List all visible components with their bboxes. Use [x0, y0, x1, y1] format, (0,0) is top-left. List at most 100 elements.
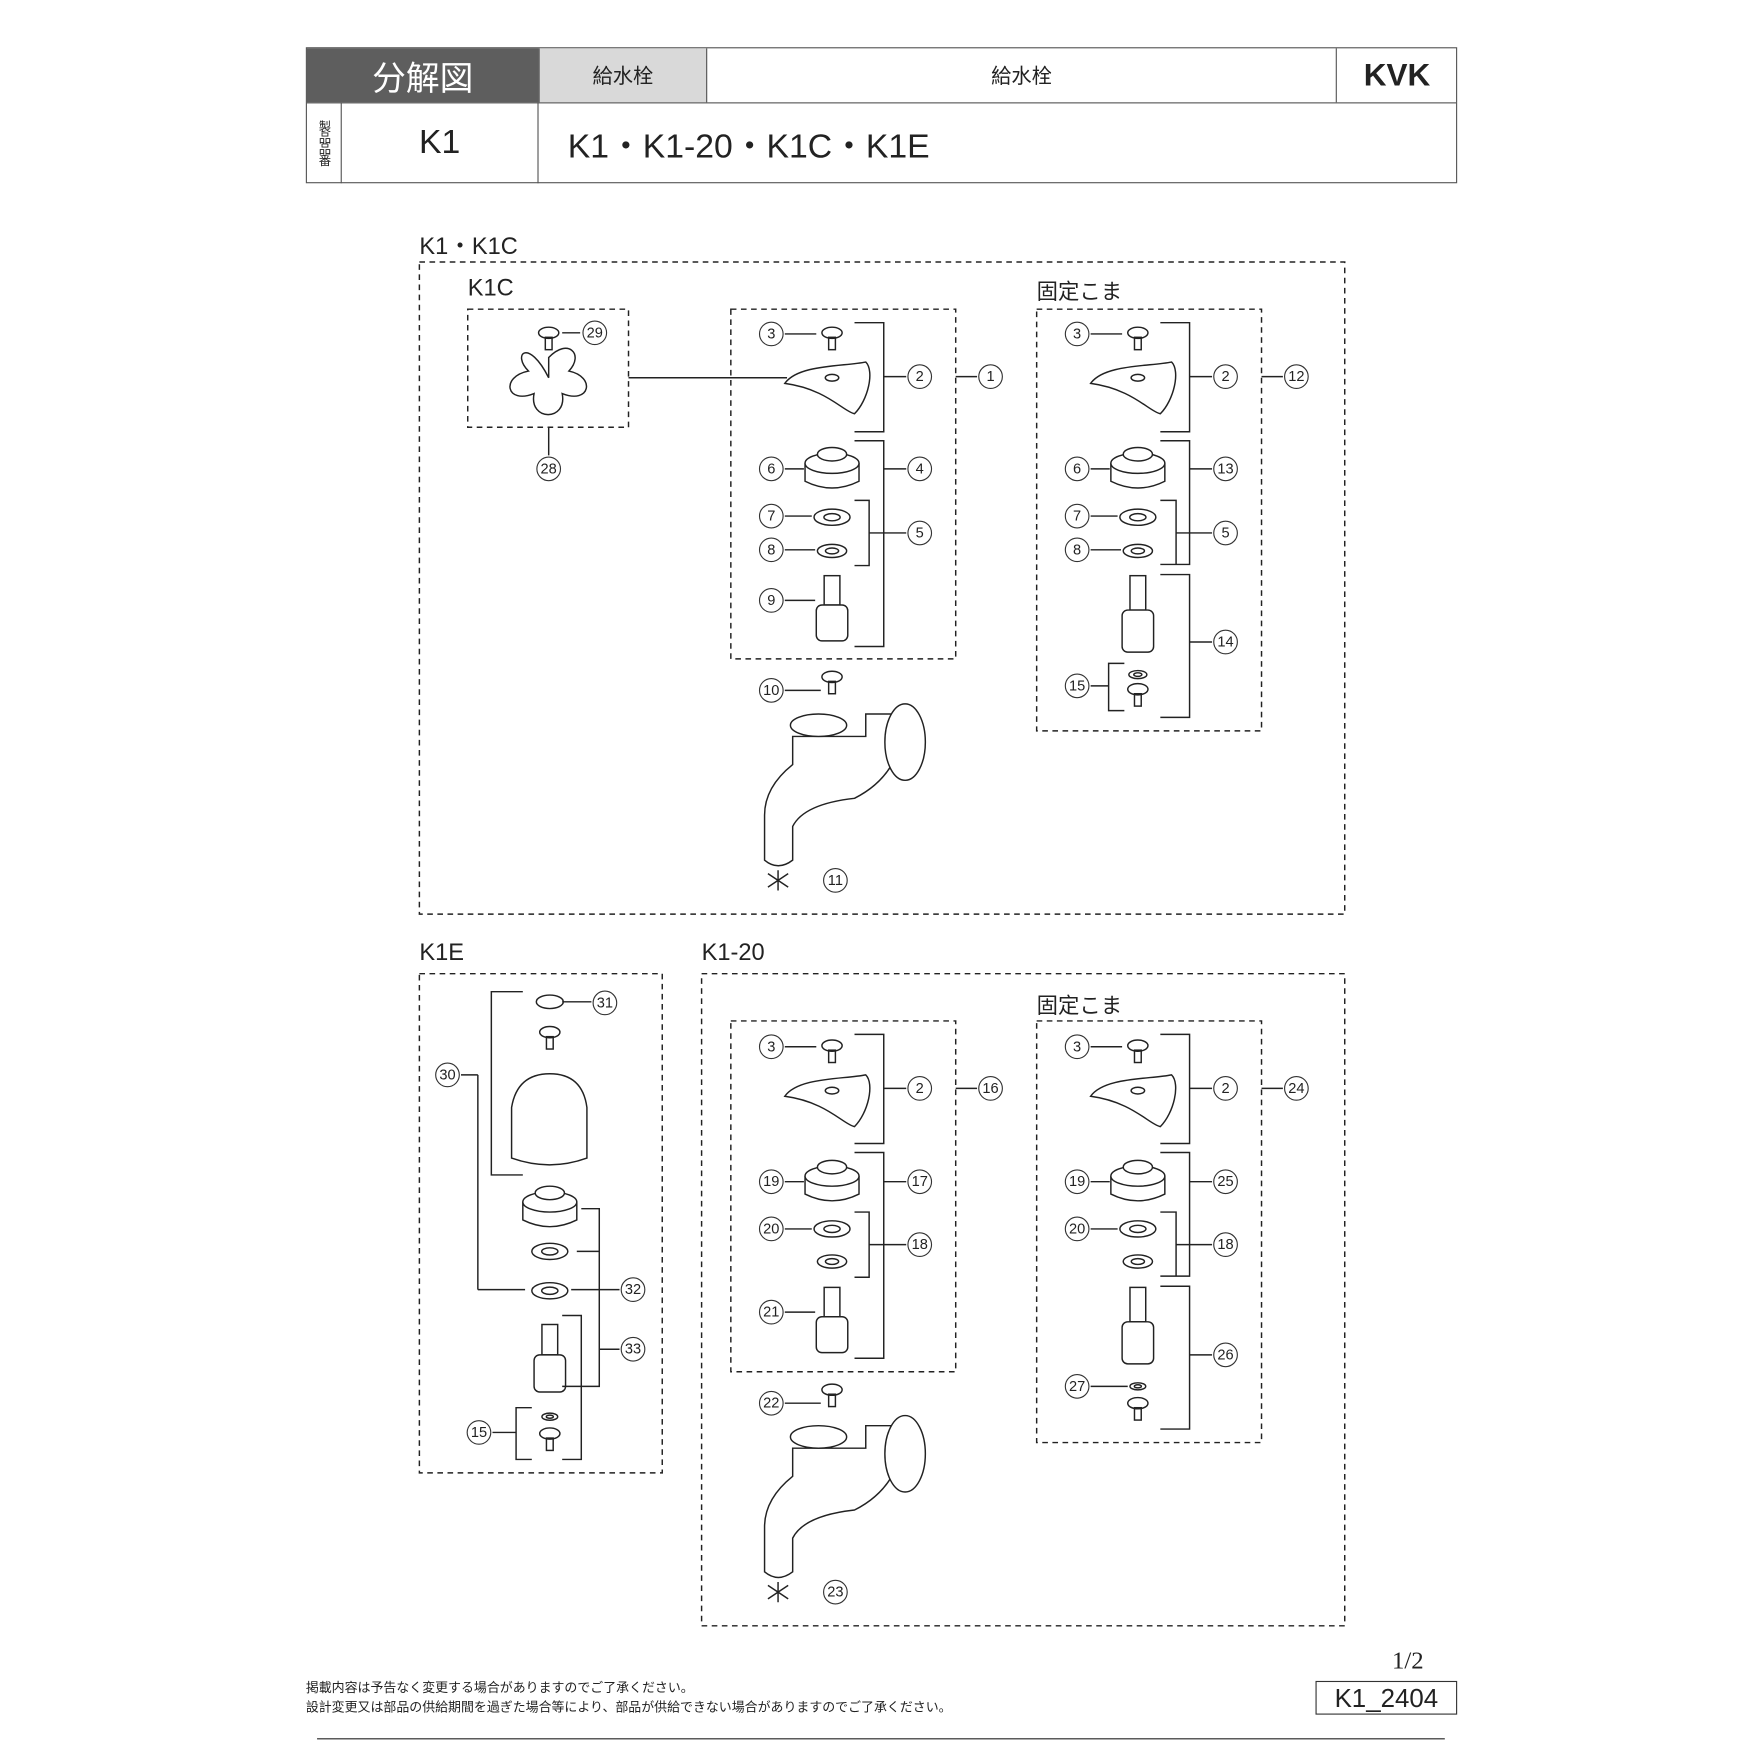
washer-hole-icon — [824, 1257, 840, 1266]
part-callout-3: 3 — [1064, 321, 1090, 347]
part-callout-4: 4 — [907, 456, 933, 482]
washer-icon — [531, 1281, 569, 1300]
spindle-body-icon — [1121, 609, 1155, 653]
screw-head-icon — [538, 1427, 561, 1440]
screw-shank-icon — [827, 336, 837, 351]
part-callout-3: 3 — [758, 1034, 784, 1060]
part-callout-26: 26 — [1213, 1342, 1238, 1368]
screw-shank-icon — [827, 1049, 837, 1064]
washer-icon — [813, 1220, 851, 1238]
part-callout-2: 2 — [907, 364, 933, 390]
screw-shank-icon — [1133, 1049, 1142, 1064]
screw-shank-icon — [827, 680, 837, 695]
category-short: 給水栓 — [538, 48, 708, 103]
part-callout-3: 3 — [758, 321, 784, 347]
bracket — [854, 440, 885, 648]
screw-head-icon — [538, 1025, 561, 1039]
part-callout-23: 23 — [823, 1579, 848, 1605]
lever-cover-icon — [510, 1073, 588, 1166]
washer-icon — [1128, 669, 1148, 680]
part-callout-20: 20 — [1064, 1216, 1090, 1242]
faucet-body-icon — [763, 1424, 901, 1579]
part-callout-15: 15 — [1064, 673, 1090, 699]
disclaimer-2: 設計変更又は部品の供給期間を過ぎた場合等により、部品が供給できない場合があります… — [305, 1698, 952, 1715]
screw-shank-icon — [827, 1393, 837, 1408]
bracket — [562, 1314, 583, 1461]
handle-hole-icon — [824, 1086, 840, 1095]
document-code: K1_2404 — [1315, 1680, 1458, 1715]
section-label-k1c: K1C — [467, 275, 514, 302]
group-boxes — [418, 261, 1346, 1627]
cross-handle-icon — [509, 347, 588, 416]
washer-hole-icon — [540, 1286, 559, 1296]
washer-hole-icon — [1129, 1224, 1147, 1234]
washer-icon — [813, 508, 851, 527]
handle-icon — [783, 361, 871, 415]
washer-icon — [541, 1412, 559, 1421]
part-callout-7: 7 — [758, 503, 784, 529]
section-label-fixed-koma-2: 固定こま — [1036, 995, 1123, 1019]
washer-hole-icon — [545, 1414, 555, 1419]
screw-head-icon — [1127, 326, 1149, 340]
part-callout-3: 3 — [1064, 1034, 1090, 1060]
washer-icon — [1119, 508, 1157, 527]
product-no-label: 製品品番 — [307, 102, 342, 184]
cap-nut-neck-icon — [1122, 446, 1154, 462]
screw-shank-icon — [1133, 692, 1142, 707]
washer-hole-icon — [1133, 1384, 1143, 1389]
category: 給水栓 — [991, 65, 1052, 89]
aerator-icon — [767, 870, 789, 891]
washer-hole-icon — [823, 512, 841, 522]
bracket — [854, 1151, 885, 1359]
washer-icon — [1122, 1254, 1154, 1269]
part-callout-12: 12 — [1284, 364, 1309, 390]
part-callout-8: 8 — [1064, 537, 1090, 563]
product-no: K1 — [342, 102, 539, 184]
faucet-flange-icon — [884, 1414, 927, 1493]
washer-hole-icon — [1133, 672, 1143, 678]
washer-hole-icon — [1129, 512, 1147, 522]
washer-icon — [1129, 1382, 1147, 1391]
spindle-stem-icon — [1129, 574, 1147, 611]
part-callout-9: 9 — [758, 588, 784, 613]
screw-head-icon — [537, 326, 560, 340]
bracket — [1160, 1285, 1191, 1430]
spindle-stem-icon — [823, 574, 841, 606]
cap-nut-neck-icon — [534, 1185, 566, 1201]
part-callout-15: 15 — [466, 1420, 492, 1445]
faucet-inlet-icon — [789, 713, 848, 738]
part-callout-2: 2 — [1213, 364, 1238, 390]
part-callout-21: 21 — [758, 1299, 784, 1325]
part-callout-16: 16 — [978, 1076, 1003, 1101]
part-callout-10: 10 — [758, 677, 784, 703]
screw-shank-icon — [1133, 1406, 1142, 1421]
part-callout-32: 32 — [620, 1277, 646, 1303]
washer-icon — [816, 1254, 848, 1269]
part-callout-31: 31 — [592, 990, 618, 1016]
part-callout-33: 33 — [620, 1336, 646, 1362]
washer-icon — [531, 1242, 569, 1261]
handle-hole-icon — [824, 373, 840, 382]
cap-nut-neck-icon — [1122, 1159, 1154, 1175]
handle-icon — [1089, 361, 1177, 415]
footer-rule — [317, 1738, 1445, 1740]
part-callout-19: 19 — [1064, 1169, 1090, 1195]
part-callout-25: 25 — [1213, 1169, 1238, 1195]
bracket — [1160, 440, 1191, 566]
section-label-k1e: K1E — [419, 939, 465, 966]
handle-hole-icon — [1130, 373, 1146, 382]
screw-head-icon — [1127, 682, 1149, 696]
part-callout-20: 20 — [758, 1216, 784, 1242]
bracket — [490, 990, 523, 1176]
section-label-fixed-koma: 固定こま — [1036, 281, 1123, 305]
part-callout-1: 1 — [978, 364, 1003, 390]
spindle-stem-icon — [541, 1323, 559, 1356]
part-callout-8: 8 — [758, 537, 784, 563]
part-callout-24: 24 — [1284, 1076, 1309, 1101]
part-callout-7: 7 — [1064, 503, 1090, 529]
screw-head-icon — [821, 670, 843, 684]
cap-icon — [535, 994, 565, 1010]
screw-head-icon — [1127, 1396, 1149, 1410]
